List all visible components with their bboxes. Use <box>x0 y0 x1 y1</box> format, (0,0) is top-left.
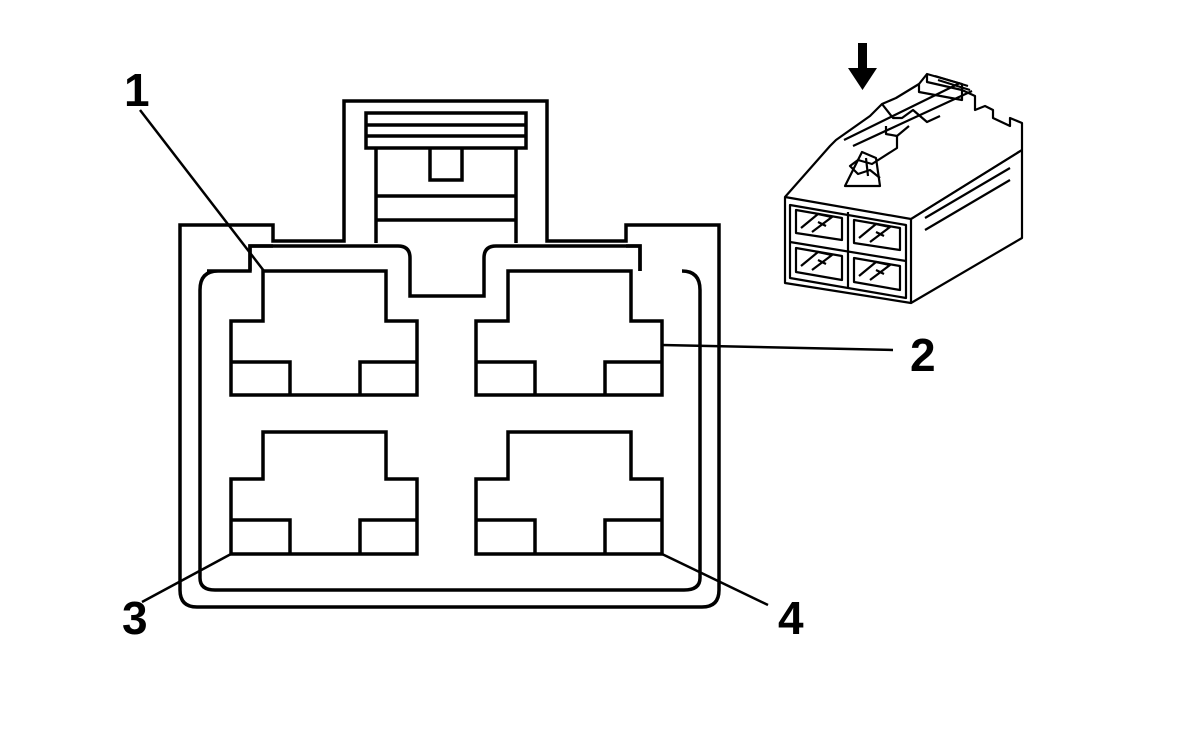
connector-front-view <box>178 99 721 609</box>
connector-outer-housing <box>178 99 721 609</box>
connector-isometric-view <box>783 72 1024 305</box>
leader-line-2 <box>661 343 894 352</box>
terminal-cavity-4 <box>474 430 664 556</box>
latch <box>364 111 528 243</box>
leader-line-4 <box>661 552 769 607</box>
callout-1: 1 <box>124 64 150 116</box>
callout-3: 3 <box>122 592 148 644</box>
callout-2: 2 <box>910 329 936 381</box>
leader-line-3 <box>141 552 232 604</box>
terminal-cavity-3 <box>229 430 419 556</box>
arrow-down-icon <box>848 43 877 90</box>
terminal-cavity-2 <box>474 269 664 397</box>
cavity-frame <box>248 244 642 298</box>
callout-4: 4 <box>778 592 804 644</box>
terminal-cavity-1 <box>229 269 419 397</box>
leader-line-1 <box>139 109 265 272</box>
